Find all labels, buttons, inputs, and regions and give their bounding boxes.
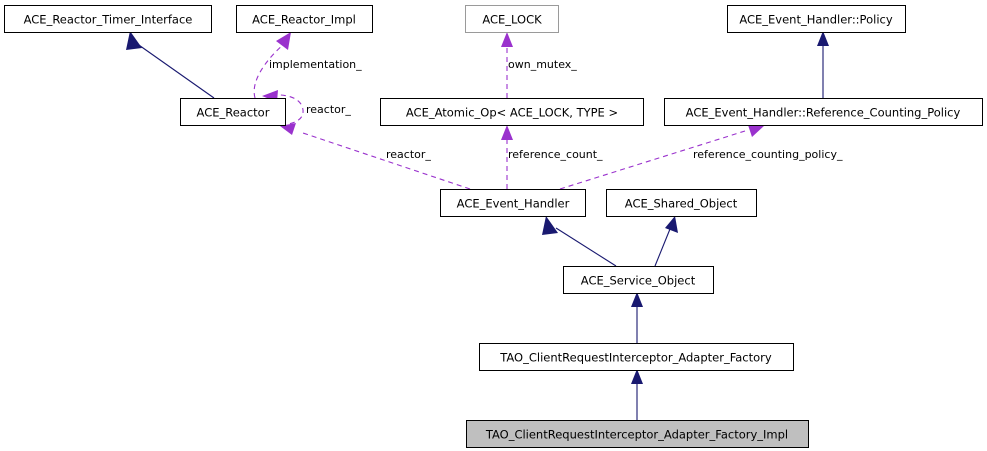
class-node-label: ACE_Reactor_Timer_Interface — [24, 13, 193, 27]
class-node-ace-event-handler-reference-counting-policy[interactable]: ACE_Event_Handler::Reference_Counting_Po… — [664, 98, 983, 126]
class-node-ace-shared-object[interactable]: ACE_Shared_Object — [606, 189, 757, 217]
class-node-label: TAO_ClientRequestInterceptor_Adapter_Fac… — [485, 428, 788, 442]
class-node-label: ACE_Event_Handler — [457, 197, 570, 211]
class-node-tao-clientrequestinterceptor-adapter-factory-impl[interactable]: TAO_ClientRequestInterceptor_Adapter_Fac… — [466, 420, 809, 448]
class-node-label: ACE_Reactor — [197, 106, 270, 120]
class-node-tao-clientrequestinterceptor-adapter-factory[interactable]: TAO_ClientRequestInterceptor_Adapter_Fac… — [479, 343, 794, 371]
class-node-ace-reactor[interactable]: ACE_Reactor — [180, 98, 286, 126]
edge-label-own-mutex: own_mutex_ — [508, 58, 577, 71]
class-node-label: ACE_LOCK — [482, 13, 542, 27]
edge-ace-reactor-to-ace-reactor-impl — [253, 32, 291, 99]
edge-ace-reactor-to-ace-reactor-timer-interface — [126, 31, 215, 99]
edge-label-reference-counting-policy: reference_counting_policy_ — [693, 148, 843, 161]
edge-label-implementation: implementation_ — [269, 58, 362, 71]
edge-event-handler-to-ace-reactor — [280, 123, 471, 190]
edge-crifactory-impl-to-crifactory — [631, 369, 643, 420]
class-node-ace-lock[interactable]: ACE_LOCK — [465, 5, 559, 33]
class-node-label: ACE_Shared_Object — [625, 197, 738, 211]
edge-event-handler-to-refcounting-policy — [559, 125, 765, 190]
edge-event-handler-to-atomic-op — [501, 125, 513, 189]
class-node-label: ACE_Service_Object — [581, 274, 696, 288]
edge-refcounting-policy-to-policy — [817, 31, 829, 98]
class-node-label: TAO_ClientRequestInterceptor_Adapter_Fac… — [499, 351, 772, 365]
edge-label-reference-count: reference_count_ — [508, 148, 603, 161]
class-node-ace-reactor-timer-interface[interactable]: ACE_Reactor_Timer_Interface — [4, 5, 212, 33]
class-node-ace-event-handler-policy[interactable]: ACE_Event_Handler::Policy — [727, 5, 906, 33]
edge-label-reactor-self: reactor_ — [306, 103, 351, 116]
class-node-ace-atomic-op[interactable]: ACE_Atomic_Op< ACE_LOCK, TYPE > — [380, 98, 644, 126]
class-node-ace-event-handler[interactable]: ACE_Event_Handler — [440, 189, 586, 217]
edge-atomic-op-to-ace-lock — [501, 32, 513, 98]
class-node-ace-reactor-impl[interactable]: ACE_Reactor_Impl — [236, 5, 373, 33]
edge-service-object-to-shared-object — [654, 216, 678, 267]
class-node-label: ACE_Event_Handler::Reference_Counting_Po… — [686, 106, 961, 120]
class-node-label: ACE_Atomic_Op< ACE_LOCK, TYPE > — [406, 106, 618, 120]
class-node-label: ACE_Event_Handler::Policy — [739, 13, 893, 27]
class-node-label: ACE_Reactor_Impl — [252, 13, 356, 27]
edge-crifactory-to-service-object — [631, 292, 643, 343]
edge-label-reactor: reactor_ — [386, 148, 431, 161]
edge-service-object-to-event-handler — [542, 216, 617, 267]
class-node-ace-service-object[interactable]: ACE_Service_Object — [563, 266, 714, 294]
